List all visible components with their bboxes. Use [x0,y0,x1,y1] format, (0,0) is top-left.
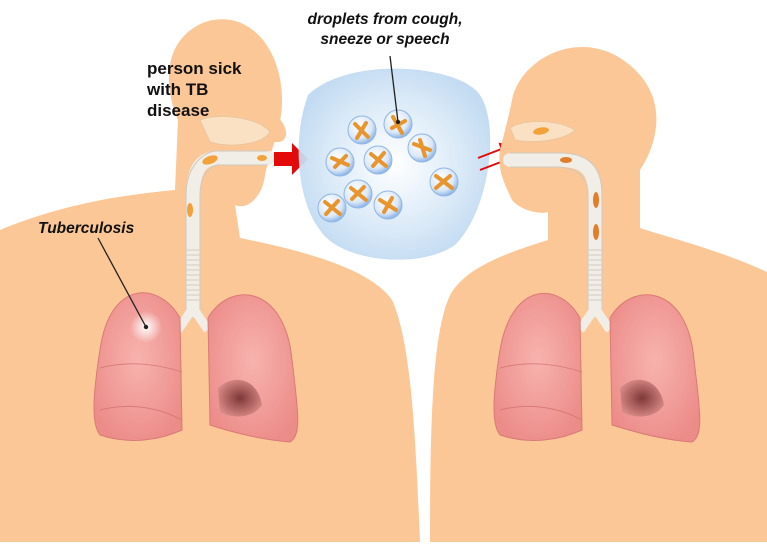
droplet-bubble [408,134,436,162]
label-tuberculosis: Tuberculosis [38,219,158,239]
droplet-bubble [374,191,402,219]
droplet-bubble [318,194,346,222]
label-person-sick: person sick with TB disease [147,58,277,121]
inhaled-bacterium [560,157,572,163]
label-line: disease [147,100,277,121]
inhaled-bacterium [593,224,599,240]
label-line: person sick [147,58,277,79]
label-line: droplets from cough, [285,10,485,30]
droplet-bubble [344,180,372,208]
droplet-bubble [326,148,354,176]
inhaled-bacterium [593,192,599,208]
airway-bacterium [257,155,267,161]
airway-bacterium [187,203,193,217]
label-droplets: droplets from cough, sneeze or speech [285,10,485,50]
label-line: sneeze or speech [285,30,485,50]
droplet-bubble [430,168,458,196]
droplet-bubble [364,146,392,174]
label-line: with TB [147,79,277,100]
droplet-bubble [348,116,376,144]
